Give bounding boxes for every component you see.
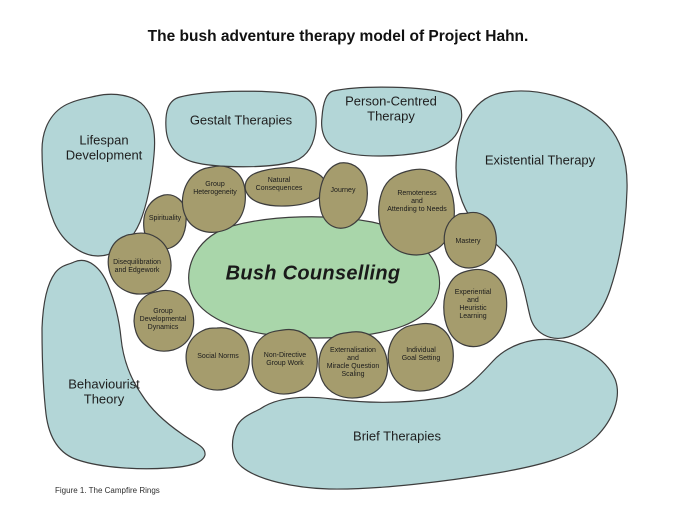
stone-mastery <box>443 211 497 269</box>
blob-bush-counselling <box>188 216 441 339</box>
blob-lifespan-development <box>41 93 156 257</box>
stone-remoteness-attending-needs <box>378 168 455 256</box>
stone-social-norms <box>185 327 250 391</box>
blob-behaviourist-theory <box>41 259 206 470</box>
stone-group-developmental-dynamics <box>133 289 195 352</box>
stone-journey <box>318 162 368 229</box>
figure-caption: Figure 1. The Campfire Rings <box>55 486 160 495</box>
stone-experiential-heuristic-learning <box>443 268 508 348</box>
blob-brief-therapies <box>231 338 618 490</box>
blob-existential-therapy <box>455 90 628 339</box>
stone-disequilibration-edgework <box>107 232 172 295</box>
stone-externalisation-miracle-question-scaling <box>318 331 389 399</box>
blob-gestalt-therapies <box>165 90 317 168</box>
figure-title: The bush adventure therapy model of Proj… <box>147 28 529 45</box>
stone-non-directive-group-work <box>251 328 318 395</box>
stone-individual-goal-setting <box>387 322 454 392</box>
stone-natural-consequences <box>244 166 327 207</box>
stone-group-heterogeneity <box>181 165 246 233</box>
blob-person-centred-therapy <box>321 86 463 157</box>
